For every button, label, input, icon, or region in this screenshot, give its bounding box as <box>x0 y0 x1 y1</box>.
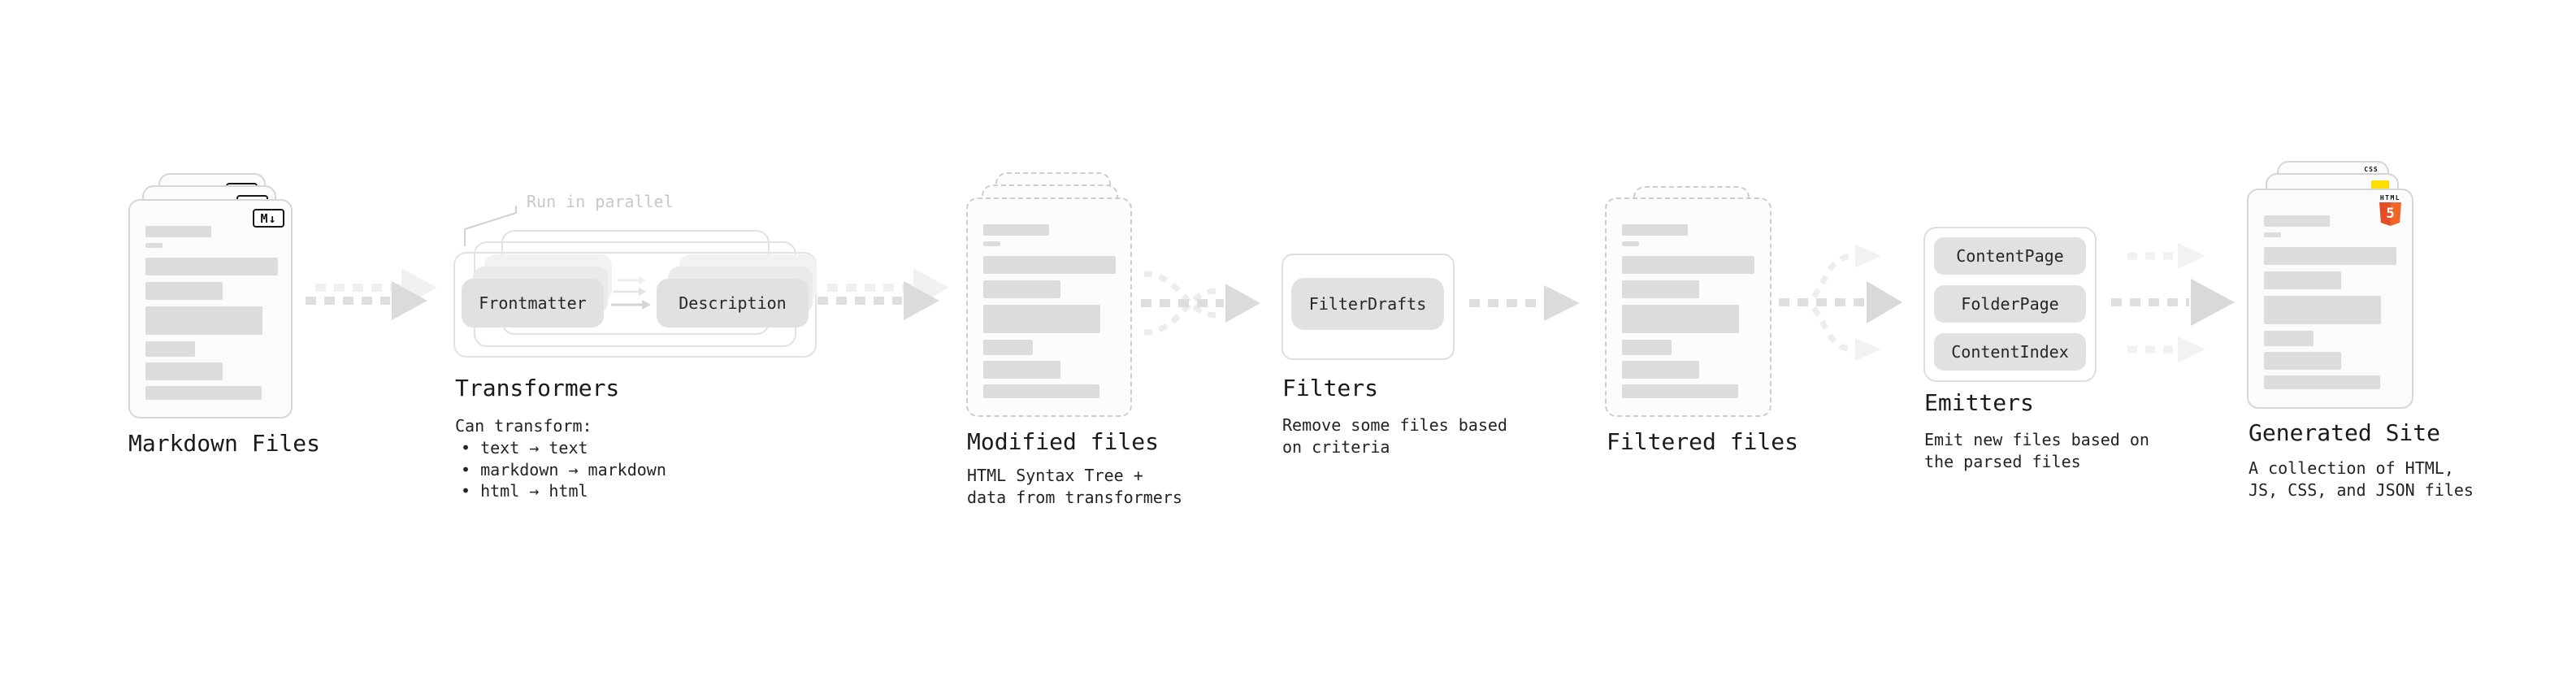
stage-label-emitters: Emitters <box>1924 389 2034 416</box>
doc-line <box>145 386 262 400</box>
document-placeholder-lines <box>2264 215 2399 389</box>
transformers-bullet: • text → text <box>461 438 588 458</box>
document-placeholder-lines <box>1622 224 1757 398</box>
doc-line <box>2264 331 2314 346</box>
doc-line <box>2264 375 2380 389</box>
doc-line <box>2264 296 2381 324</box>
doc-line <box>145 341 195 357</box>
filters-box <box>1281 254 1455 360</box>
node-frontmatter: Frontmatter <box>462 279 604 327</box>
desc-line: JS, CSS, and JSON files <box>2249 480 2474 500</box>
parallel-arrows-icon <box>611 276 651 310</box>
generated-site-desc: A collection of HTML, JS, CSS, and JSON … <box>2249 458 2474 501</box>
stage-label-filtered-files: Filtered files <box>1607 428 1799 455</box>
doc-line <box>2264 271 2341 289</box>
doc-line <box>983 384 1099 398</box>
annotation-leader-line <box>464 206 517 246</box>
doc-line <box>2264 215 2330 227</box>
doc-line <box>1622 241 1639 246</box>
doc-line <box>983 280 1060 298</box>
doc-line <box>983 224 1049 236</box>
doc-line <box>2264 232 2281 237</box>
document-placeholder-lines <box>145 226 278 400</box>
transformers-desc-title: Can transform: <box>455 416 592 436</box>
node-folderpage: FolderPage <box>1934 285 2086 323</box>
desc-line: Emit new files based on <box>1924 430 2149 449</box>
html-file-card: HTML 5 <box>2247 189 2413 409</box>
javascript-icon <box>2371 180 2389 189</box>
emitters-desc: Emit new files based on the parsed files <box>1924 429 2149 473</box>
stage-label-transformers: Transformers <box>455 375 620 401</box>
stage-label-modified-files: Modified files <box>967 428 1160 455</box>
html5-icon-number: 5 <box>2386 206 2395 222</box>
doc-line <box>2264 352 2341 370</box>
doc-line <box>1622 280 1699 298</box>
stage-label-filters: Filters <box>1282 375 1379 401</box>
html5-icon-caption: HTML <box>2379 194 2401 202</box>
emitters-box <box>1923 227 2097 382</box>
markdown-files-stack: M↓ M↓ M↓ <box>128 173 299 419</box>
modified-files-desc: HTML Syntax Tree + data from transformer… <box>967 465 1182 509</box>
transformers-bullet: • markdown → markdown <box>461 460 666 479</box>
doc-line <box>145 258 278 275</box>
run-in-parallel-annotation: Run in parallel <box>527 192 674 211</box>
flow-arrow-triple <box>2111 243 2235 362</box>
css-icon-label: CSS <box>2364 166 2379 173</box>
desc-line: Remove some files based <box>1282 415 1507 435</box>
flow-arrow-converge <box>1141 271 1260 336</box>
doc-line <box>983 340 1033 355</box>
filtered-file-card <box>1605 197 1772 417</box>
flow-arrow-multi <box>817 268 949 320</box>
flow-arrow-split <box>1779 245 1902 361</box>
doc-line <box>145 226 211 237</box>
flow-arrow <box>1469 285 1580 321</box>
doc-line <box>145 243 163 248</box>
markdown-icon: M↓ <box>253 209 284 228</box>
doc-line <box>983 256 1116 274</box>
node-contentpage: ContentPage <box>1934 237 2086 275</box>
transformer-box-front <box>453 252 817 358</box>
doc-line <box>145 282 223 300</box>
node-contentindex: ContentIndex <box>1934 333 2086 371</box>
desc-line: data from transformers <box>967 488 1182 507</box>
transformers-group: Frontmatter Description <box>453 230 835 368</box>
doc-line <box>983 361 1060 379</box>
transformers-bullet: • html → html <box>461 481 588 501</box>
html5-icon-shield: 5 <box>2379 202 2401 226</box>
generated-site-stack: CSS HTML 5 <box>2247 161 2418 410</box>
doc-line <box>983 241 1000 246</box>
document-placeholder-lines <box>983 224 1117 398</box>
doc-line <box>1622 361 1699 379</box>
doc-line <box>1622 384 1738 398</box>
modified-file-card <box>966 197 1132 417</box>
stage-label-markdown-files: Markdown Files <box>128 430 321 457</box>
stage-label-generated-site: Generated Site <box>2249 419 2441 446</box>
doc-line <box>2264 247 2396 265</box>
doc-line <box>145 362 223 380</box>
doc-line <box>983 305 1100 333</box>
html5-icon: HTML 5 <box>2379 194 2401 226</box>
desc-line: on criteria <box>1282 437 1390 457</box>
doc-line <box>1622 224 1688 236</box>
markdown-file-card: M↓ <box>128 199 293 419</box>
desc-line: A collection of HTML, <box>2249 458 2454 478</box>
doc-line <box>145 306 262 335</box>
modified-files-stack <box>966 172 1137 418</box>
desc-line: HTML Syntax Tree + <box>967 466 1143 485</box>
doc-line <box>1622 256 1754 274</box>
node-description: Description <box>657 279 809 327</box>
desc-line: the parsed files <box>1924 452 2081 471</box>
filtered-files-stack <box>1605 186 1776 419</box>
doc-line <box>1622 305 1739 333</box>
node-filterdrafts: FilterDrafts <box>1291 278 1444 330</box>
flow-arrow-multi <box>306 268 437 320</box>
doc-line <box>1622 340 1672 355</box>
filters-desc: Remove some files based on criteria <box>1282 414 1507 458</box>
